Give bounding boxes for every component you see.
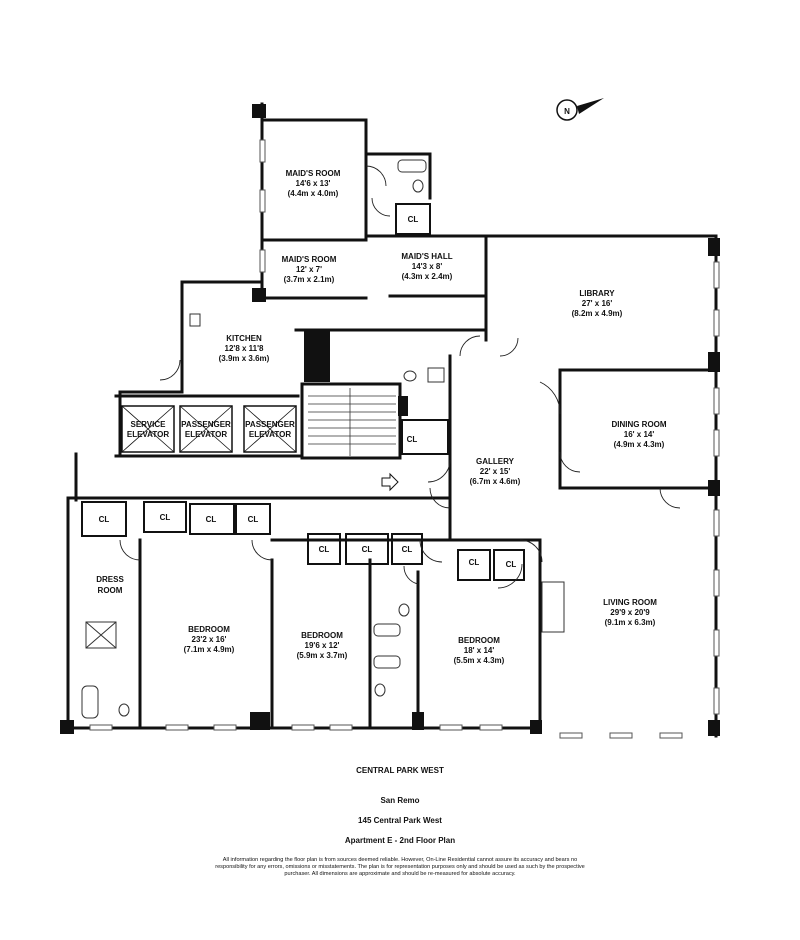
stair-treads [308,388,396,456]
room-dims: 23'2 x 16' [192,635,227,644]
compass: N [556,98,604,121]
closet-label: CL [206,515,217,524]
room-metric: (4.3m x 2.4m) [402,272,453,281]
room-dims: 29'9 x 20'9 [610,608,650,617]
elevator-line1: PASSENGER [181,420,231,429]
room-name: MAID'S ROOM [286,169,341,178]
room-living-room: LIVING ROOM 29'9 x 20'9 (9.1m x 6.3m) [603,598,657,627]
room-name: BEDROOM [188,625,230,634]
elevator-line2: ELEVATOR [185,430,227,439]
room-name: DINING ROOM [611,420,666,429]
room-dims: 18' x 14' [464,646,495,655]
room-kitchen: KITCHEN 12'8 x 11'8 (3.9m x 3.6m) [219,334,270,363]
passenger-elevator-1-label: PASSENGER ELEVATOR [181,420,231,439]
elevator-shafts [121,405,297,453]
room-dims: 12'8 x 11'8 [225,344,265,353]
street-name: CENTRAL PARK WEST [356,766,444,775]
room-metric: (5.9m x 3.7m) [297,651,348,660]
room-bedroom-2: BEDROOM 19'6 x 12' (5.9m x 3.7m) [297,631,348,660]
room-dining-room: DINING ROOM 16' x 14' (4.9m x 4.3m) [611,420,666,449]
compass-north-letter: N [564,107,570,116]
room-bedroom-3: BEDROOM 18' x 14' (5.5m x 4.3m) [454,636,505,665]
room-metric: (7.1m x 4.9m) [184,645,235,654]
elevator-line2: ELEVATOR [127,430,169,439]
windows [89,139,720,739]
room-metric: (4.4m x 4.0m) [288,189,339,198]
closet-labels: CL CL CL CL CL CL CL CL CL CL CL [99,215,517,569]
elevator-line1: PASSENGER [245,420,295,429]
room-metric: (6.7m x 4.6m) [470,477,521,486]
closet-label: CL [469,558,480,567]
room-dims: 22' x 15' [480,467,511,476]
fixtures [81,159,565,719]
closet-label: CL [402,545,413,554]
room-name-line1: DRESS [96,575,124,584]
closet-label: CL [506,560,517,569]
building-address: 145 Central Park West [358,816,442,825]
closet-label: CL [248,515,259,524]
closet-label: CL [407,435,418,444]
room-metric: (4.9m x 4.3m) [614,440,665,449]
room-name: LIBRARY [579,289,615,298]
closet-label: CL [408,215,419,224]
elevator-line2: ELEVATOR [249,430,291,439]
wall-pillars [60,104,720,736]
closet-label: CL [99,515,110,524]
room-name: LIVING ROOM [603,598,657,607]
room-bedroom-1: BEDROOM 23'2 x 16' (7.1m x 4.9m) [184,625,235,654]
closet-label: CL [319,545,330,554]
closets [81,203,525,581]
room-name: MAID'S HALL [401,252,452,261]
room-name: MAID'S ROOM [282,255,337,264]
building-name: San Remo [380,796,420,805]
room-gallery: GALLERY 22' x 15' (6.7m x 4.6m) [470,457,521,486]
room-dress-room: DRESS ROOM [96,575,124,595]
room-dims: 14'6 x 13' [296,179,331,188]
room-name: GALLERY [476,457,515,466]
gallery-arrow [381,472,399,492]
room-name: BEDROOM [301,631,343,640]
room-maids-room-1: MAID'S ROOM 14'6 x 13' (4.4m x 4.0m) [286,169,341,198]
closet-label: CL [160,513,171,522]
room-metric: (9.1m x 6.3m) [605,618,656,627]
room-maids-room-2: MAID'S ROOM 12' x 7' (3.7m x 2.1m) [282,255,337,284]
room-metric: (3.9m x 3.6m) [219,354,270,363]
room-metric: (5.5m x 4.3m) [454,656,505,665]
elevator-line1: SERVICE [131,420,167,429]
room-name: KITCHEN [226,334,262,343]
passenger-elevator-2-label: PASSENGER ELEVATOR [245,420,295,439]
service-elevator-label: SERVICE ELEVATOR [127,420,169,439]
room-name-line2: ROOM [98,586,123,595]
closet-label: CL [362,545,373,554]
door-swings [119,165,681,589]
room-metric: (8.2m x 4.9m) [572,309,623,318]
floor-plan: N MAID'S ROOM 14'6 x 13' (4.4m x 4.0m) M… [60,98,720,739]
room-maids-hall: MAID'S HALL 14'3 x 8' (4.3m x 2.4m) [401,252,452,281]
room-name: BEDROOM [458,636,500,645]
room-dims: 27' x 16' [582,299,613,308]
room-dims: 16' x 14' [624,430,655,439]
room-dims: 19'6 x 12' [305,641,340,650]
room-library: LIBRARY 27' x 16' (8.2m x 4.9m) [572,289,623,318]
apartment-title: Apartment E - 2nd Floor Plan [344,836,456,845]
disclaimer: All information regarding the floor plan… [215,857,585,877]
room-dims: 12' x 7' [296,265,322,274]
room-metric: (3.7m x 2.1m) [284,275,335,284]
room-dims: 14'3 x 8' [412,262,443,271]
